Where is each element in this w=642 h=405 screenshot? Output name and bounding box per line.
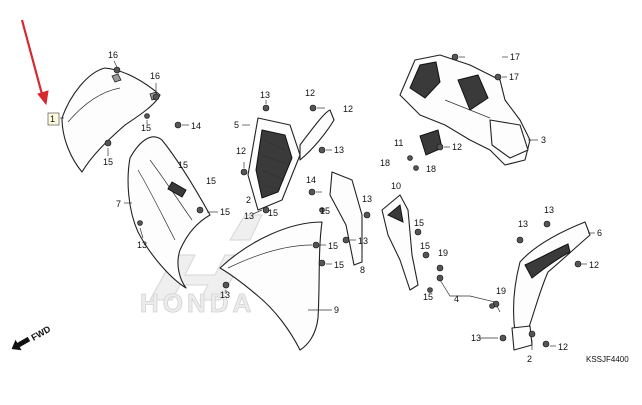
leader-lines (60, 56, 595, 350)
callout-part-9: 9 (334, 305, 339, 315)
callout-part-15: 15 (220, 207, 230, 217)
callout-part-15: 15 (141, 123, 151, 133)
callout-part-13: 13 (358, 236, 368, 246)
callout-part-13: 13 (220, 290, 230, 300)
callout-part-19: 19 (438, 248, 448, 258)
part-19-wire-stay (436, 274, 501, 313)
callout-part-15: 15 (414, 218, 424, 228)
part-10-inner-duct (381, 194, 419, 291)
callout-part-18: 18 (426, 164, 436, 174)
callout-part-13: 13 (362, 194, 372, 204)
part-11-bracket (419, 129, 443, 156)
callout-part-15: 15 (320, 206, 330, 216)
part-8-vertical-bracket (329, 171, 363, 266)
callout-part-13: 13 (137, 240, 147, 250)
callout-part-4: 4 (454, 294, 459, 304)
callout-part-5: 5 (234, 120, 239, 130)
callout-part-2: 2 (246, 195, 251, 205)
red-pointer-arrow (20, 19, 49, 106)
part-7-inner-panel (127, 136, 211, 289)
callout-part-15: 15 (423, 292, 433, 302)
callout-part-8: 8 (360, 265, 365, 275)
callout-part-7: 7 (116, 199, 121, 209)
part-5-center-bracket (247, 109, 335, 211)
callout-part-15: 15 (268, 208, 278, 218)
callout-part-15: 15 (420, 241, 430, 251)
part-6-right-panel (511, 221, 591, 351)
callout-part-11: 11 (394, 138, 403, 148)
callout-part-15: 15 (334, 260, 344, 270)
callout-part-15: 15 (178, 160, 188, 170)
fwd-arrow-icon (11, 336, 31, 351)
callout-part-2: 2 (527, 354, 532, 364)
part-3-meter-housing (399, 54, 531, 166)
callout-1-box (47, 112, 60, 126)
callout-part-13: 13 (260, 90, 270, 100)
callout-part-18: 18 (380, 158, 390, 168)
callout-part-19: 19 (496, 286, 506, 296)
callout-part-13: 13 (334, 145, 344, 155)
diagram-code: KSSJF4400 (586, 355, 629, 364)
callout-part-14: 14 (306, 175, 316, 185)
fwd-label: FWD (30, 324, 53, 343)
callout-part-3: 3 (541, 135, 546, 145)
callout-part-17: 17 (510, 52, 520, 62)
callout-part-13: 13 (244, 211, 254, 221)
callout-part-16: 16 (150, 71, 160, 81)
callout-part-15: 15 (103, 157, 113, 167)
callout-part-12: 12 (305, 88, 315, 98)
fasteners (104, 53, 582, 348)
callout-part-16: 16 (108, 50, 118, 60)
part-9-side-cover (219, 221, 323, 351)
callout-part-17: 17 (509, 72, 519, 82)
callout-part-13: 13 (518, 219, 528, 229)
callout-part-10: 10 (391, 181, 401, 191)
callout-part-6: 6 (597, 228, 602, 238)
callout-part-12: 12 (452, 142, 462, 152)
watermark-text: HONDA (140, 288, 255, 318)
callout-part-12: 12 (236, 146, 246, 156)
callout-part-12: 12 (558, 342, 568, 352)
callout-part-12: 12 (589, 260, 599, 270)
callout-part-14: 14 (191, 121, 201, 131)
callout-part-15: 15 (206, 176, 216, 186)
callout-part-1: 1 (50, 114, 55, 124)
callout-part-13: 13 (471, 333, 481, 343)
callout-part-13: 13 (544, 205, 554, 215)
callout-part-15: 15 (328, 241, 338, 251)
callout-part-12: 12 (343, 104, 353, 114)
fwd-indicator: FWD (11, 324, 53, 351)
callout-labels: 1 16 16 15 15 14 15 15 7 15 13 13 13 12 … (50, 50, 602, 364)
